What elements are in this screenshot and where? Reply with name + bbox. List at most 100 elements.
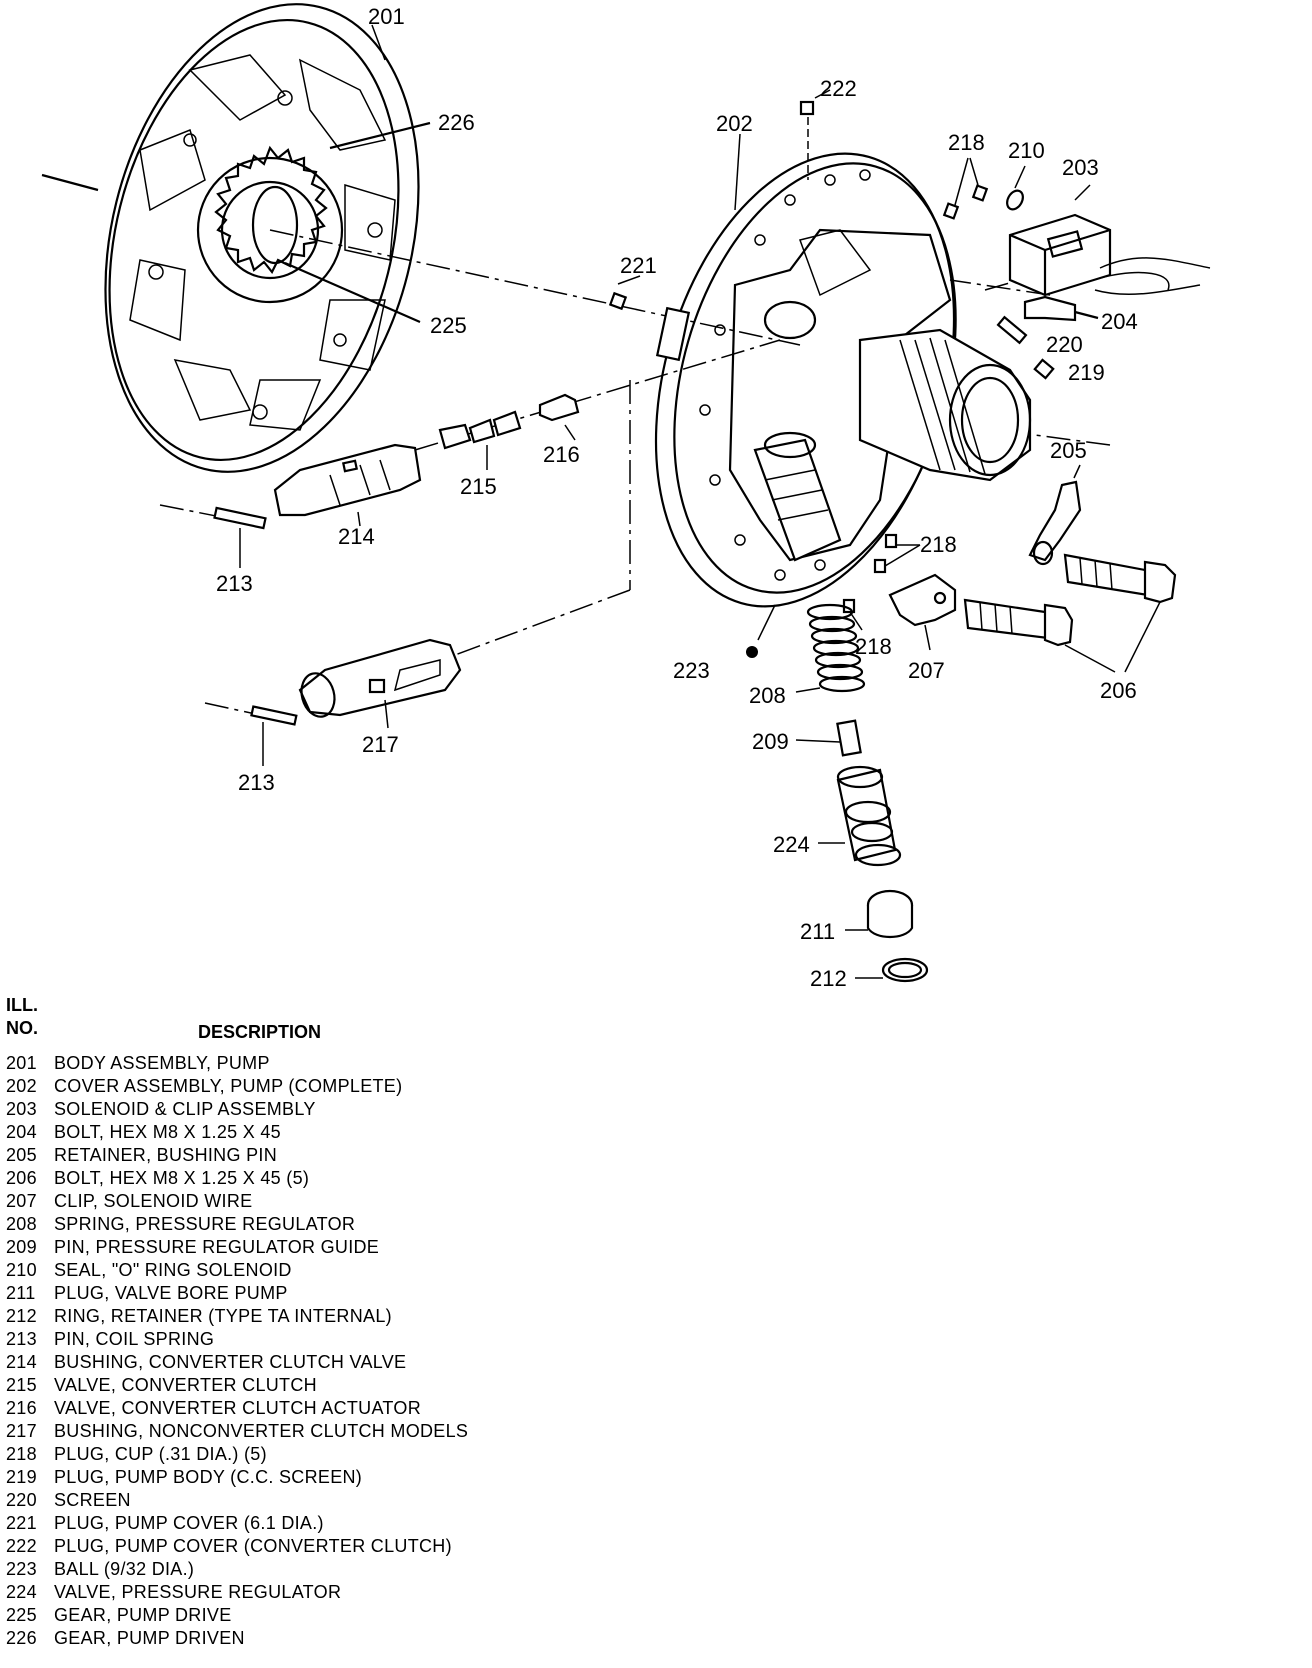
pin-213-lower	[250, 705, 298, 766]
legend-item-description: PLUG, PUMP COVER (CONVERTER CLUTCH)	[54, 1536, 452, 1556]
callout-225: 225	[430, 313, 467, 338]
legend-item-description: GEAR, PUMP DRIVEN	[54, 1628, 245, 1648]
callout-213: 213	[238, 770, 275, 795]
legend-item-description: BOLT, HEX M8 X 1.25 X 45	[54, 1122, 281, 1142]
solenoid-203	[1008, 184, 1211, 297]
legend-item-description: RING, RETAINER (TYPE TA INTERNAL)	[54, 1306, 392, 1326]
legend-item-description: SOLENOID & CLIP ASSEMBLY	[54, 1099, 316, 1119]
pin-213-upper	[213, 506, 267, 568]
legend-description-header: DESCRIPTION	[198, 1022, 322, 1042]
legend-row: 215 VALVE, CONVERTER CLUTCH	[6, 1374, 706, 1397]
pin-209	[795, 719, 862, 757]
callout-222: 222	[820, 76, 857, 101]
callout-224: 224	[773, 832, 810, 857]
callout-202: 202	[716, 111, 753, 136]
legend-item-number: 219	[6, 1467, 37, 1487]
legend-row: 226 GEAR, PUMP DRIVEN	[6, 1627, 706, 1650]
callout-211: 211	[800, 919, 835, 944]
valve-216	[538, 393, 580, 441]
valve-215	[438, 410, 522, 470]
legend-ill-no-header: ILL. NO.	[6, 994, 38, 1040]
callout-220: 220	[1046, 332, 1083, 357]
callout-203: 203	[1062, 155, 1099, 180]
callout-labels: 201 226 225 222 202 218 210 203 221 204 …	[216, 4, 1138, 991]
callout-216: 216	[543, 442, 580, 467]
legend-item-description: PLUG, PUMP COVER (6.1 DIA.)	[54, 1513, 324, 1533]
legend-item-description: VALVE, CONVERTER CLUTCH	[54, 1375, 317, 1395]
legend-row: 203 SOLENOID & CLIP ASSEMBLY	[6, 1098, 706, 1121]
bolt-206-upper	[1063, 553, 1177, 604]
legend-item-description: PLUG, PUMP BODY (C.C. SCREEN)	[54, 1467, 363, 1487]
bolt-204	[1023, 295, 1099, 322]
callout-218: 218	[855, 634, 892, 659]
legend-item-number: 215	[6, 1375, 37, 1395]
legend-item-number: 226	[6, 1628, 37, 1648]
callout-214: 214	[338, 524, 375, 549]
plug-211	[845, 889, 914, 939]
callout-218: 218	[948, 130, 985, 155]
callout-217: 217	[362, 732, 399, 757]
callout-212: 212	[810, 966, 847, 991]
callout-223: 223	[673, 658, 710, 683]
legend-item-number: 210	[6, 1260, 37, 1280]
callout-215: 215	[460, 474, 497, 499]
legend-item-number: 216	[6, 1398, 37, 1418]
callout-208: 208	[749, 683, 786, 708]
legend-item-number: 202	[6, 1076, 37, 1096]
legend-item-description: VALVE, PRESSURE REGULATOR	[54, 1582, 342, 1602]
legend-no-header: NO.	[6, 1018, 39, 1038]
legend-item-number: 214	[6, 1352, 37, 1372]
legend-header: ILL. NO. DESCRIPTION	[6, 994, 706, 1052]
legend-item-description: VALVE, CONVERTER CLUTCH ACTUATOR	[54, 1398, 421, 1418]
legend-row: 210 SEAL, "O" RING SOLENOID	[6, 1259, 706, 1282]
legend-item-description: PLUG, CUP (.31 DIA.) (5)	[54, 1444, 267, 1464]
legend-item-description: PIN, COIL SPRING	[54, 1329, 215, 1349]
legend-row: 219 PLUG, PUMP BODY (C.C. SCREEN)	[6, 1466, 706, 1489]
bushing-214	[273, 443, 422, 527]
callout-209: 209	[752, 729, 789, 754]
callout-201: 201	[368, 4, 405, 29]
bushing-217	[298, 638, 462, 729]
callout-206: 206	[1100, 678, 1137, 703]
legend-item-number: 213	[6, 1329, 37, 1349]
legend-item-number: 211	[6, 1283, 36, 1303]
clip-207	[888, 573, 957, 651]
callout-213: 213	[216, 571, 253, 596]
legend-item-description: SCREEN	[54, 1490, 131, 1510]
legend-item-description: SEAL, "O" RING SOLENOID	[54, 1260, 292, 1280]
legend-item-description: CLIP, SOLENOID WIRE	[54, 1191, 253, 1211]
legend-item-number: 206	[6, 1168, 37, 1188]
legend-item-number: 203	[6, 1099, 37, 1119]
legend-row: 221 PLUG, PUMP COVER (6.1 DIA.)	[6, 1512, 706, 1535]
legend-item-number: 221	[6, 1513, 37, 1533]
legend-item-number: 225	[6, 1605, 37, 1625]
callout-218: 218	[920, 532, 957, 557]
legend-item-description: GEAR, PUMP DRIVE	[54, 1605, 232, 1625]
legend-row: 225 GEAR, PUMP DRIVE	[6, 1604, 706, 1627]
legend-item-description: SPRING, PRESSURE REGULATOR	[54, 1214, 356, 1234]
callout-219: 219	[1068, 360, 1105, 385]
pump-cover-202	[654, 152, 1032, 608]
leader-lines	[371, 24, 741, 211]
valve-224	[818, 765, 902, 867]
retainer-205	[1028, 464, 1082, 566]
legend-item-number: 222	[6, 1536, 37, 1556]
legend-item-description: BUSHING, NONCONVERTER CLUTCH MODELS	[54, 1421, 469, 1441]
exploded-pump-diagram: 201 226 225 222 202 218 210 203 221 204 …	[41, 3, 1211, 991]
legend-row: 213 PIN, COIL SPRING	[6, 1328, 706, 1351]
